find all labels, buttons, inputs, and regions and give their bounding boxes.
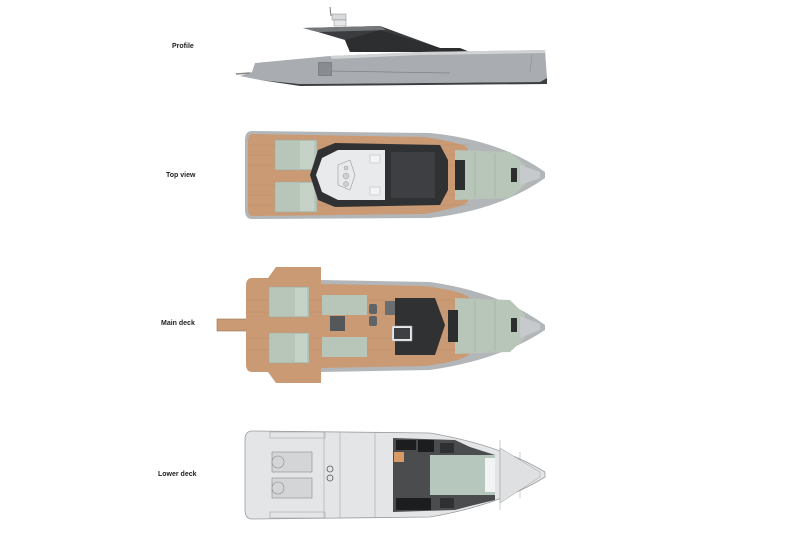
engine-port — [271, 451, 313, 473]
hull-profile — [240, 50, 547, 84]
berth — [430, 455, 495, 495]
deck-saloon-roof — [316, 150, 385, 200]
foredeck-lounge — [455, 150, 525, 200]
engine-vent — [318, 62, 332, 76]
settee-port — [322, 295, 367, 315]
cockpit-table — [330, 316, 345, 331]
top-view-label: Top view — [166, 172, 196, 179]
lower-deck-label: Lower deck — [158, 471, 197, 478]
settee-starboard — [322, 337, 367, 357]
engine-starboard — [271, 477, 313, 499]
galley-counter — [394, 452, 404, 462]
main-deck-label: Main deck — [161, 320, 195, 327]
radar-mast-icon — [329, 6, 347, 27]
profile-label: Profile — [172, 43, 194, 50]
